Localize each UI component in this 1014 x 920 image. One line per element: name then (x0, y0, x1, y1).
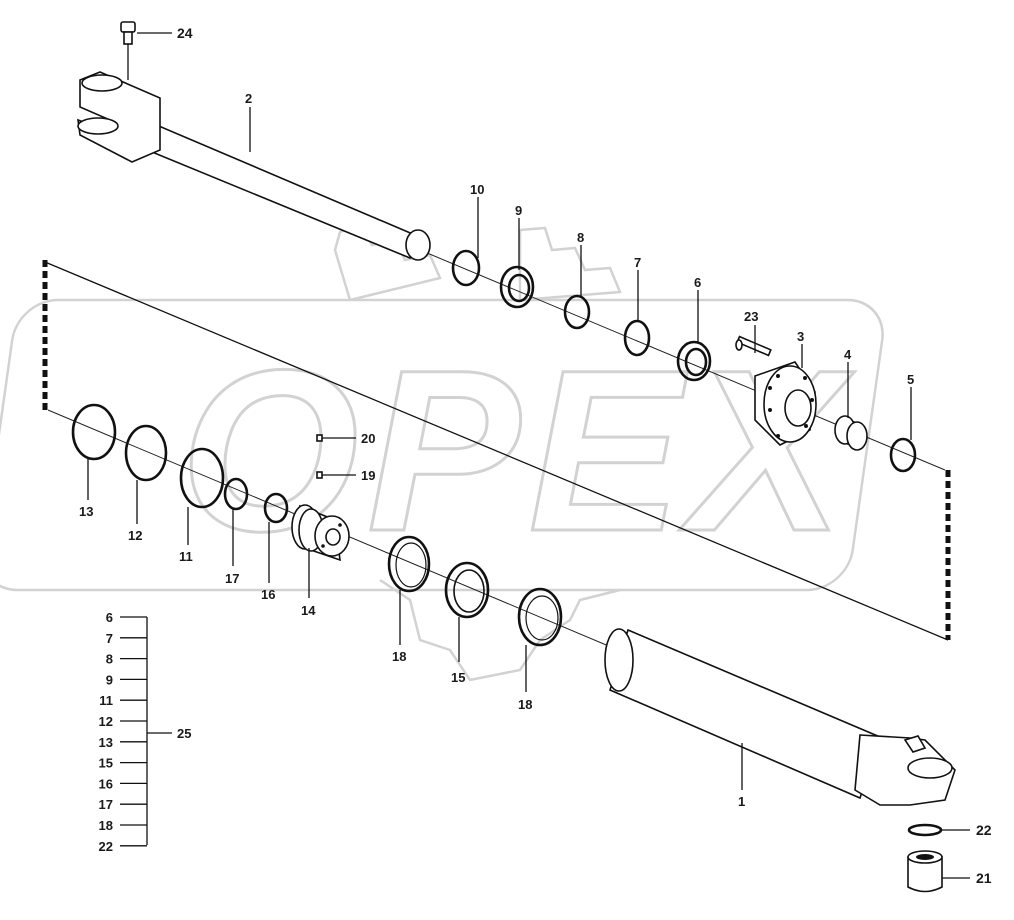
label-17: 17 (225, 571, 239, 586)
label-9: 9 (515, 203, 522, 218)
label-1: 1 (738, 794, 745, 809)
watermark-text: OPEX (180, 322, 855, 579)
grease-nipple (120, 21, 136, 80)
label-20: 20 (361, 431, 375, 446)
part-19-marker (316, 471, 323, 479)
part-11-ring (179, 447, 225, 509)
label-5: 5 (907, 372, 914, 387)
part-7-ring (623, 319, 651, 357)
part-16-ring (263, 492, 289, 524)
label-21: 21 (976, 870, 992, 886)
label-3: 3 (797, 329, 804, 344)
label-2: 2 (245, 91, 252, 106)
label-23: 23 (744, 309, 758, 324)
assembly-connector-line (44, 261, 949, 641)
part-17-ring (223, 477, 249, 511)
label-13: 13 (79, 504, 93, 519)
label-12: 12 (128, 528, 142, 543)
part-20-marker (316, 434, 323, 442)
part-8-ring (563, 294, 591, 330)
label-18b: 18 (518, 697, 532, 712)
part-4-bushing (834, 415, 868, 451)
label-19: 19 (361, 468, 375, 483)
part-22-ring (907, 823, 943, 837)
leader-lines (87, 32, 970, 879)
part-6-seal (676, 340, 712, 382)
label-11: 11 (179, 549, 193, 564)
label-7: 7 (634, 255, 641, 270)
part-3-cylinder-head (754, 361, 817, 446)
label-22: 22 (976, 822, 992, 838)
kit-item-3: 9 (106, 672, 113, 687)
kit-item-11: 22 (99, 839, 113, 854)
rod-clevis (77, 71, 161, 163)
kit-item-1: 7 (106, 631, 113, 646)
label-24: 24 (177, 25, 193, 41)
part-18-ring-a (387, 535, 431, 593)
opex-watermark: OPEX (0, 223, 884, 682)
kit-item-6: 13 (99, 735, 113, 750)
kit-item-9: 17 (99, 797, 113, 812)
part-9-seal (499, 265, 535, 309)
kit-item-8: 16 (99, 776, 113, 791)
part-21-bushing (907, 850, 943, 893)
kit-item-4: 11 (99, 693, 113, 708)
piston-rod (129, 113, 431, 261)
label-6: 6 (694, 275, 701, 290)
callout-labels: 24 2 10 9 8 7 6 23 3 4 5 20 19 13 12 11 … (79, 25, 992, 886)
kit-25-list: 25 6 7 8 9 11 12 13 15 16 17 18 22 (99, 610, 192, 854)
label-8: 8 (577, 230, 584, 245)
kit-item-5: 12 (99, 714, 113, 729)
label-4: 4 (844, 347, 852, 362)
label-18a: 18 (392, 649, 406, 664)
kit-item-7: 15 (99, 756, 113, 771)
part-18-ring-b (517, 587, 563, 647)
part-14-piston (291, 504, 350, 562)
part-12-ring (124, 424, 168, 482)
kit-item-2: 8 (106, 652, 113, 667)
part-1-cylinder-tube (604, 628, 956, 806)
kit-label-25: 25 (177, 726, 191, 741)
label-15: 15 (451, 670, 465, 685)
kit-item-10: 18 (99, 818, 113, 833)
kit-item-0: 6 (106, 610, 113, 625)
part-10-ring (451, 249, 481, 287)
part-13-ring (71, 403, 117, 461)
label-14: 14 (301, 603, 316, 618)
part-5-snap-ring (889, 437, 917, 473)
label-16: 16 (261, 587, 275, 602)
label-10: 10 (470, 182, 484, 197)
part-15-seal (444, 561, 490, 619)
